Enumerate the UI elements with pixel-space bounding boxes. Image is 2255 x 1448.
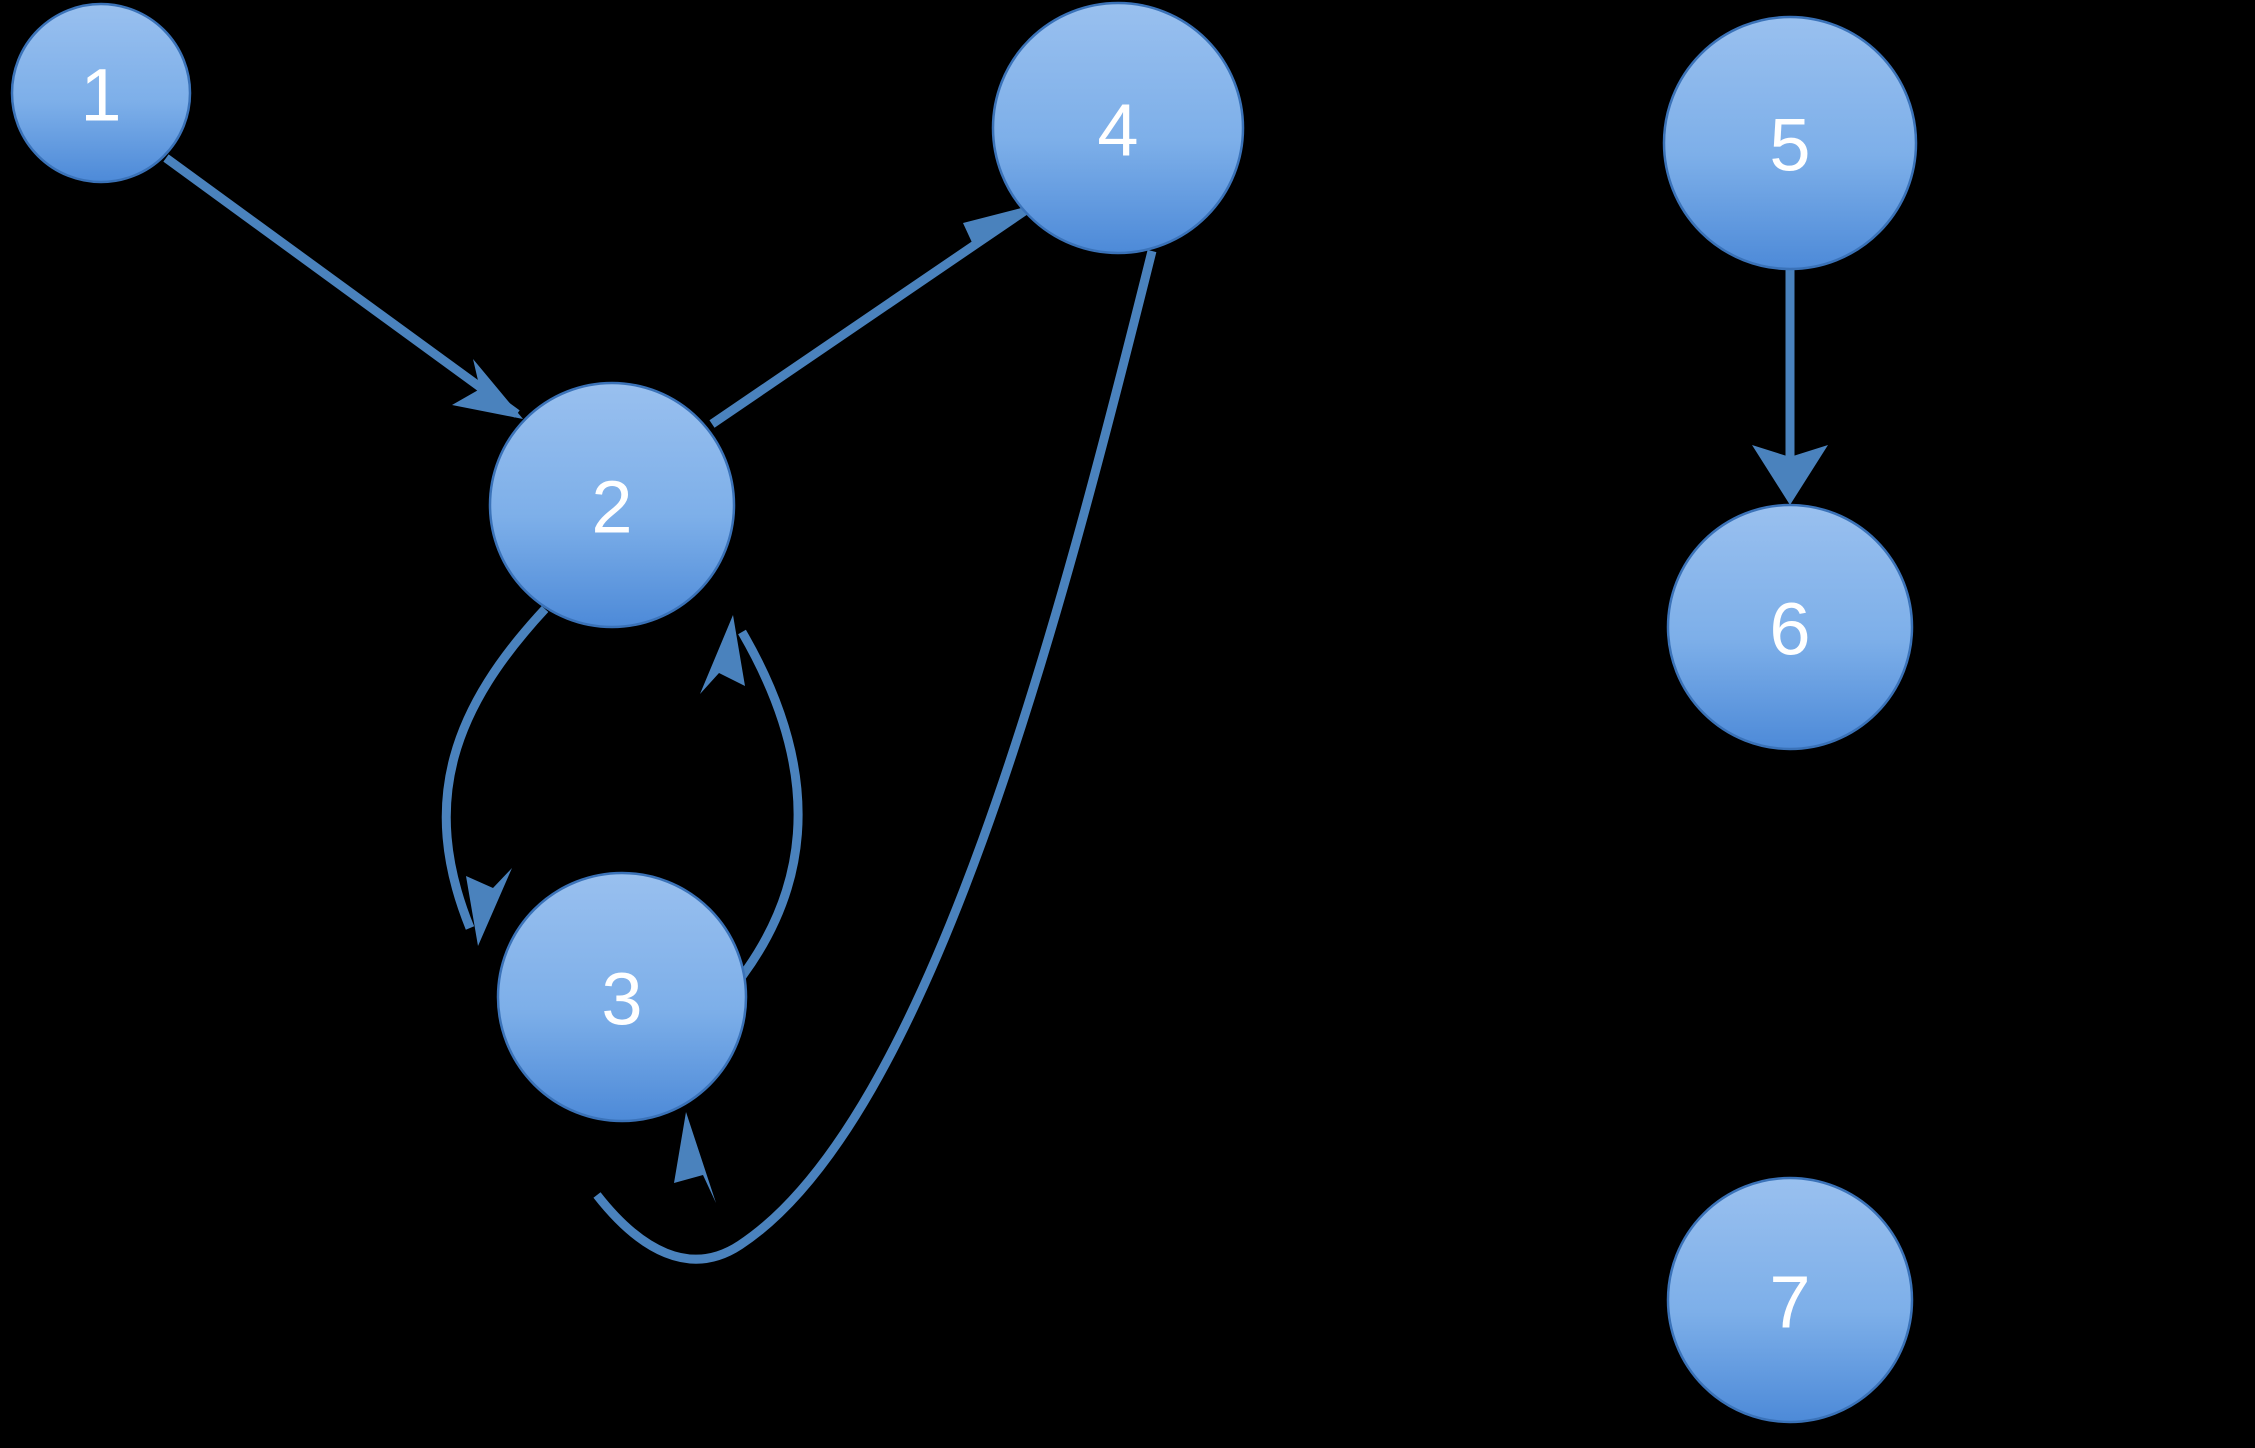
node-1-circle: [10, 2, 192, 184]
edge-2-to-3-arrowhead: [466, 868, 512, 946]
edge-4-to-3-curve: [593, 249, 1157, 1264]
edge-2-to-4-arrowhead: [948, 205, 1033, 263]
node-layer: 1 2 3 4 5 6: [10, 1, 1918, 1424]
node-5-circle: [1662, 15, 1918, 271]
node-6[interactable]: 6: [1666, 503, 1914, 751]
node-7-circle: [1666, 1176, 1914, 1424]
edge-5-to-6[interactable]: [1752, 269, 1828, 505]
node-1[interactable]: 1: [10, 2, 192, 184]
edge-1-to-2-line: [163, 154, 520, 418]
edge-1-to-2[interactable]: [163, 154, 523, 419]
node-7[interactable]: 7: [1666, 1176, 1914, 1424]
edge-1-to-2-arrowhead: [452, 359, 523, 419]
edge-2-to-4[interactable]: [709, 205, 1033, 428]
edge-3-to-2[interactable]: [700, 615, 803, 1003]
edge-5-to-6-arrowhead: [1752, 445, 1828, 505]
edge-2-to-3-curve: [441, 605, 549, 930]
node-4-circle: [991, 1, 1245, 255]
node-5[interactable]: 5: [1662, 15, 1918, 271]
edge-2-to-3[interactable]: [441, 605, 549, 946]
node-2-circle: [488, 381, 736, 629]
edge-3-to-2-arrowhead: [700, 615, 745, 694]
node-4[interactable]: 4: [991, 1, 1245, 255]
node-3-circle: [496, 871, 748, 1123]
node-6-circle: [1666, 503, 1914, 751]
edge-3-to-2-curve: [719, 629, 803, 1003]
edge-layer: [163, 154, 1828, 1264]
node-3[interactable]: 3: [496, 871, 748, 1123]
edge-4-to-3-arrowhead: [674, 1112, 716, 1203]
edge-2-to-4-line: [709, 206, 1029, 428]
node-2[interactable]: 2: [488, 381, 736, 629]
edge-4-to-3[interactable]: [593, 249, 1157, 1264]
